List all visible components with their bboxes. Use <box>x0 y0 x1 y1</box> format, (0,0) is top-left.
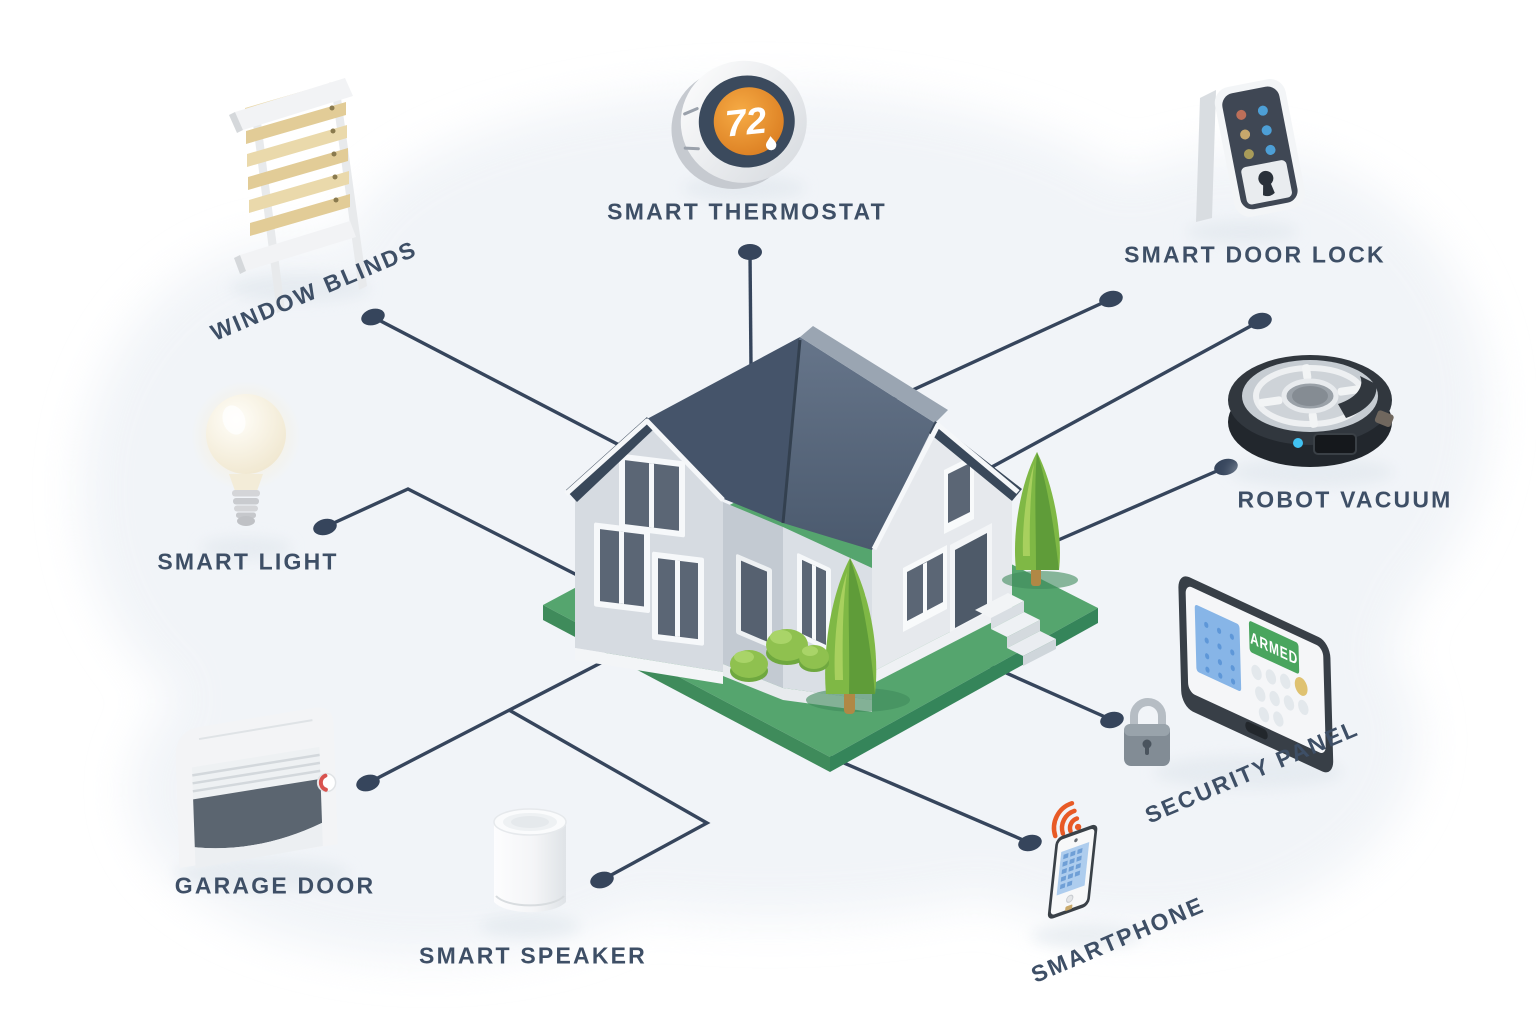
label-smart-door-lock: SMART DOOR LOCK <box>1124 241 1386 268</box>
label-garage-door: GARAGE DOOR <box>174 872 376 899</box>
smart-speaker-icon <box>493 808 567 913</box>
connector-smart-door-lock-2 <box>989 312 1272 470</box>
bulb-screw-base <box>232 490 260 526</box>
device-shadows <box>174 175 1394 948</box>
front-tree <box>806 558 910 714</box>
label-smart-speaker: SMART SPEAKER <box>419 942 647 969</box>
house-illustration <box>543 326 1098 772</box>
connector-smart-door-lock <box>879 290 1123 407</box>
right-wall-window <box>903 545 947 632</box>
side-tree <box>1002 452 1078 589</box>
light-bulb-icon <box>191 381 301 526</box>
left-wall-windows <box>594 453 704 646</box>
keyhole-icon <box>1258 170 1275 197</box>
gable-window <box>944 455 974 534</box>
vacuum-led <box>1293 438 1303 448</box>
thermostat-drop-icon <box>765 136 777 151</box>
connector-window-blinds <box>361 308 624 449</box>
label-smart-thermostat: SMART THERMOSTAT <box>607 198 887 225</box>
wifi-signal-icon <box>1051 801 1082 839</box>
connector-smartphone <box>829 755 1042 852</box>
connector-smart-speaker <box>508 708 711 889</box>
security-panel-icon: ARMED <box>1124 576 1334 773</box>
armed-badge <box>1248 621 1300 674</box>
thermostat-temperature: 72 <box>723 100 769 145</box>
vacuum-cross-pattern <box>1258 364 1362 428</box>
house-roof <box>564 326 1022 551</box>
connector-smart-light <box>313 487 578 577</box>
garage-button <box>316 772 337 793</box>
bushes <box>730 629 829 682</box>
connectors <box>313 244 1272 889</box>
smartphone-icon <box>1047 801 1098 919</box>
panel-buttons <box>1251 664 1309 727</box>
door-lock-icon <box>1196 79 1306 222</box>
connector-garage-door <box>356 651 621 792</box>
garage-door-icon <box>175 707 338 869</box>
thermostat-dial-icon: 72 <box>671 60 807 189</box>
window-blinds-icon <box>229 78 367 313</box>
label-smart-light: SMART LIGHT <box>157 548 339 575</box>
entry-steps <box>975 593 1056 666</box>
padlock-icon <box>1124 698 1170 766</box>
robot-vacuum-icon <box>1228 355 1394 467</box>
label-robot-vacuum: ROBOT VACUUM <box>1237 486 1453 513</box>
connector-smart-thermostat <box>738 244 762 368</box>
center-wall-window <box>736 554 772 649</box>
lock-keypad-dots <box>1236 105 1276 160</box>
